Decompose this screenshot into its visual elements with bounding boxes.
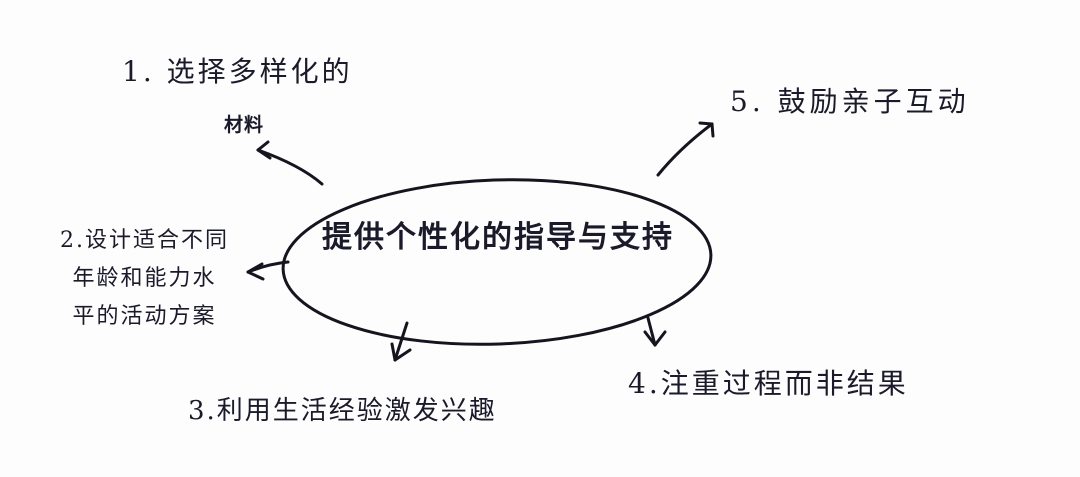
branch-1-label-continued: 材料 bbox=[224, 114, 265, 136]
branch-5-label: 5. 鼓励亲子互动 bbox=[730, 85, 970, 118]
branch-2-line-1: 2.设计适合不同 bbox=[60, 228, 229, 253]
branch-2-line-3: 平的活动方案 bbox=[72, 304, 217, 329]
arrow-to-branch-4 bbox=[643, 316, 667, 347]
arrow-to-branch-3 bbox=[390, 321, 412, 362]
branch-3-label: 3.利用生活经验激发兴趣 bbox=[188, 396, 497, 426]
arrow-to-branch-5 bbox=[656, 121, 715, 177]
center-ellipse bbox=[281, 178, 713, 346]
arrow-to-branch-1 bbox=[256, 140, 324, 186]
branch-2-label: 2.设计适合不同 年龄和能力水 平的活动方案 bbox=[60, 222, 229, 336]
center-topic-label: 提供个性化的指导与支持 bbox=[322, 220, 674, 255]
arrow-to-branch-2 bbox=[246, 260, 290, 281]
branch-2-line-2: 年龄和能力水 bbox=[72, 266, 217, 291]
branch-4-label: 4.注重过程而非结果 bbox=[628, 367, 909, 400]
branch-1-label: 1. 选择多样化的 bbox=[122, 55, 353, 88]
